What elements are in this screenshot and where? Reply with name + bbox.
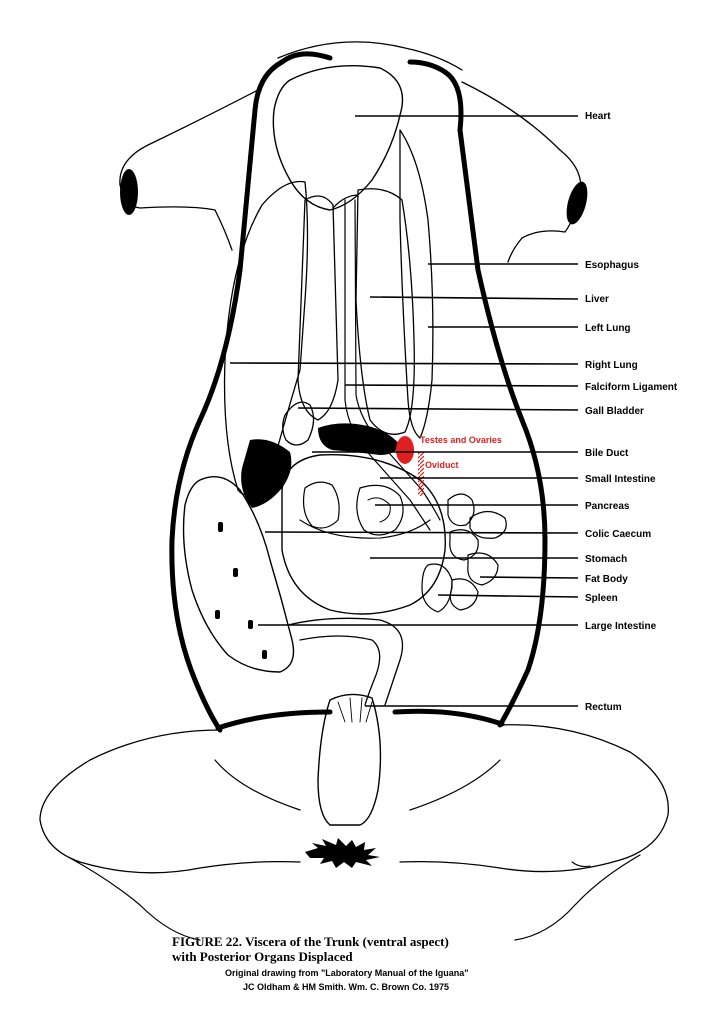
oviduct-marker — [418, 452, 424, 496]
label-bile-duct: Bile Duct — [585, 448, 629, 459]
pancreas-shape — [302, 481, 340, 529]
spleen-shape — [421, 563, 453, 613]
label-oviduct: Oviduct — [425, 460, 459, 470]
shadow-left — [241, 439, 292, 508]
label-small-intestine: Small Intestine — [585, 474, 656, 485]
label-testes-ovaries: Testes and Ovaries — [420, 435, 502, 445]
left-arm-stump — [120, 169, 138, 215]
credit-line1: Original drawing from "Laboratory Manual… — [225, 968, 469, 978]
cloaca — [305, 838, 380, 868]
label-colic-caecum: Colic Caecum — [585, 529, 651, 540]
label-heart: Heart — [585, 111, 611, 122]
label-fat-body: Fat Body — [585, 574, 628, 585]
organ-labels: Heart Esophagus Liver Left Lung Right Lu… — [585, 111, 678, 713]
label-liver: Liver — [585, 294, 609, 305]
body-outline — [39, 41, 669, 941]
left-lung-shape — [399, 129, 434, 439]
stomach-shape — [281, 454, 446, 615]
gonad-marker — [396, 436, 414, 464]
heart-shape — [272, 65, 404, 211]
leader-lines — [229, 115, 579, 707]
label-esophagus: Esophagus — [585, 260, 639, 271]
large-intestine-shape — [182, 476, 295, 673]
label-falciform-ligament: Falciform Ligament — [585, 382, 678, 393]
label-gall-bladder: Gall Bladder — [585, 406, 644, 417]
figure-title-line1: FIGURE 22. Viscera of the Trunk (ventral… — [172, 934, 449, 949]
label-pancreas: Pancreas — [585, 501, 630, 512]
fat-body-shape — [447, 493, 507, 611]
credit-line2: JC Oldham & HM Smith. Wm. C. Brown Co. 1… — [243, 982, 449, 992]
gall-bladder-shape — [282, 401, 315, 446]
label-left-lung: Left Lung — [585, 323, 631, 334]
intestine-marks — [215, 522, 267, 659]
label-rectum: Rectum — [585, 702, 622, 713]
label-stomach: Stomach — [585, 554, 627, 565]
label-large-intestine: Large Intestine — [585, 621, 657, 632]
shadow-center — [318, 423, 400, 455]
label-right-lung: Right Lung — [585, 360, 638, 371]
right-arm-stump — [566, 181, 588, 225]
figure-title-line2: with Posterior Organs Displaced — [172, 949, 353, 964]
label-spleen: Spleen — [585, 593, 618, 604]
rectum-shape — [317, 693, 382, 826]
figure-caption: FIGURE 22. Viscera of the Trunk (ventral… — [172, 934, 469, 992]
small-intestine-coil — [356, 484, 404, 536]
